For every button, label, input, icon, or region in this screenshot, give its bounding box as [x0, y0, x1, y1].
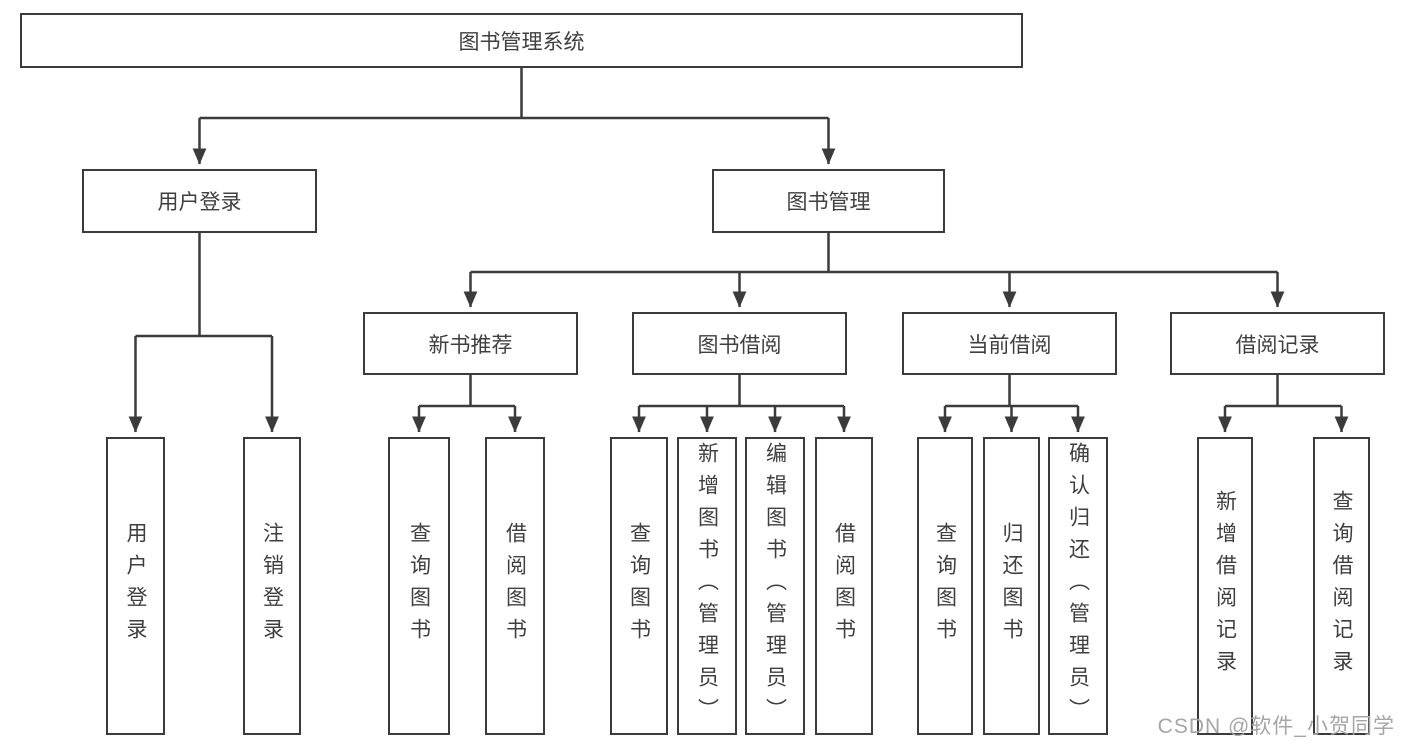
leaf-label: 查询图书 — [627, 522, 651, 650]
leaf-label: 查询图书 — [407, 522, 431, 650]
leaf-edit-books-admin: 编辑图书（管理员） — [745, 437, 805, 735]
leaf-add-borrow-record: 新增借阅记录 — [1197, 437, 1253, 735]
node-book-management: 图书管理 — [712, 169, 945, 233]
node-library-management-system: 图书管理系统 — [20, 13, 1023, 68]
leaf-label: 新增借阅记录 — [1213, 490, 1237, 682]
node-user-login: 用户登录 — [82, 169, 317, 233]
leaf-label: 归还图书 — [1000, 522, 1023, 650]
leaf-borrow-books-recommend: 借阅图书 — [485, 437, 545, 735]
leaf-label: 新增图书（管理员） — [695, 442, 719, 730]
leaf-query-books-recommend: 查询图书 — [388, 437, 450, 735]
leaf-user-login: 用户登录 — [106, 437, 165, 735]
leaf-label: 确认归还（管理员） — [1066, 442, 1090, 730]
leaf-query-books-current: 查询图书 — [917, 437, 973, 735]
leaf-query-books-borrow: 查询图书 — [610, 437, 668, 735]
leaf-logout: 注销登录 — [243, 437, 301, 735]
leaf-label: 借阅图书 — [832, 522, 856, 650]
node-borrowing-records: 借阅记录 — [1170, 312, 1385, 375]
leaf-label: 编辑图书（管理员） — [763, 442, 787, 730]
node-book-borrowing: 图书借阅 — [632, 312, 847, 375]
node-current-borrowing: 当前借阅 — [902, 312, 1117, 375]
leaf-label: 查询借阅记录 — [1330, 490, 1353, 682]
leaf-confirm-return-admin: 确认归还（管理员） — [1048, 437, 1108, 735]
leaf-borrow-books: 借阅图书 — [815, 437, 873, 735]
leaf-query-borrow-record: 查询借阅记录 — [1313, 437, 1370, 735]
leaf-label: 注销登录 — [260, 522, 284, 650]
csdn-watermark: CSDN @软件_小贺同学 — [1157, 715, 1395, 738]
leaf-return-books: 归还图书 — [983, 437, 1040, 735]
leaf-label: 查询图书 — [933, 522, 957, 650]
node-new-book-recommendation: 新书推荐 — [363, 312, 578, 375]
leaf-label: 用户登录 — [124, 522, 147, 650]
leaf-add-books-admin: 新增图书（管理员） — [677, 437, 737, 735]
leaf-label: 借阅图书 — [503, 522, 527, 650]
